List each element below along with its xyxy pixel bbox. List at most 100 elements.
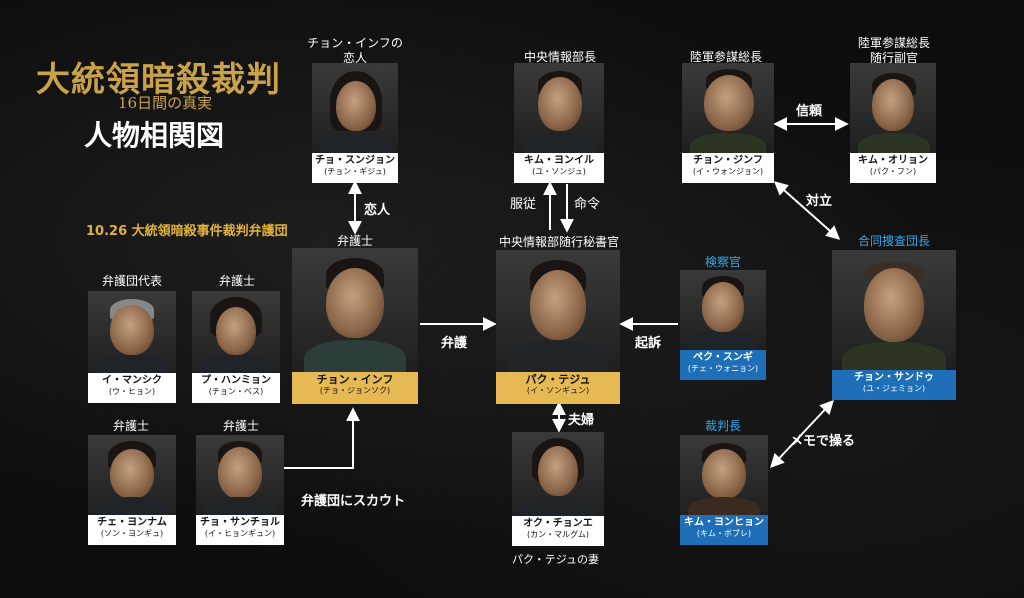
defense-team-label: 10.26 大統領暗殺事件裁判弁護団 xyxy=(86,224,288,239)
actor-name: (パク・フン) xyxy=(869,167,917,176)
role-pu-hanmin: 弁護士 xyxy=(218,274,255,288)
card-kim-yoil: キム・ヨンイル (ユ・ソンジュ) xyxy=(514,63,604,183)
title-sub: 16日間の真実 xyxy=(118,94,213,112)
portrait-image xyxy=(292,248,418,372)
card-chone: オク・チョンエ (カン・マルグム) xyxy=(512,432,604,546)
portrait-image xyxy=(496,250,620,372)
label-defend: 弁護 xyxy=(441,336,468,351)
character-name: チョ・サンチョル xyxy=(200,517,280,528)
card-orion: キム・オリョン (パク・フン) xyxy=(850,63,936,183)
card-sanchol: チョ・サンチョル (イ・ヒョンギュン) xyxy=(196,435,284,545)
portrait-image xyxy=(312,63,398,153)
name-box: チョ・サンチョル (イ・ヒョンギュン) xyxy=(196,515,284,545)
portrait-image xyxy=(88,435,176,515)
name-box: キム・ヨンヒョン (キム・ボブレ) xyxy=(680,515,768,545)
card-sandu: チョン・サンドゥ (ユ・ジェミョン) xyxy=(832,250,956,400)
portrait-image xyxy=(680,270,766,350)
label-couple: 夫婦 xyxy=(568,413,595,428)
name-box: オク・チョンエ (カン・マルグム) xyxy=(512,516,604,546)
actor-name: (チェ・ウォニョン) xyxy=(687,364,759,373)
role-sungi: 検察官 xyxy=(704,255,741,269)
card-jinfu: チョン・ジンフ (イ・ウォンジョン) xyxy=(682,63,774,183)
portrait-image xyxy=(680,435,768,515)
character-name: チェ・ヨンナム xyxy=(97,517,167,528)
role-sandu: 合同捜査団長 xyxy=(857,234,930,248)
character-name: キム・ヨンイル xyxy=(524,155,594,166)
name-box: チョン・インフ (チョ・ジョンソク) xyxy=(292,372,418,404)
card-tejyu: パク・テジュ (イ・ソンギュン) xyxy=(496,250,620,404)
portrait-image xyxy=(832,250,956,370)
label-prosecute: 起訴 xyxy=(635,336,662,351)
character-name: パク・テジュ xyxy=(525,373,591,386)
card-lee-mansik: イ・マンシク (ウ・ヒョン) xyxy=(88,291,176,403)
portrait-image xyxy=(88,291,176,373)
character-name: プ・ハンミョン xyxy=(201,375,271,386)
actor-name: (キム・ボブレ) xyxy=(696,529,752,538)
name-box: パク・テジュ (イ・ソンギュン) xyxy=(496,372,620,404)
name-box: チョン・サンドゥ (ユ・ジェミョン) xyxy=(832,370,956,400)
character-name: イ・マンシク xyxy=(102,375,162,386)
card-pu-hanmin: プ・ハンミョン (チョン・ベス) xyxy=(192,291,280,403)
role-lee-mansik: 弁護団代表 xyxy=(101,274,162,288)
card-sunjon: チョ・スンジョン (チョン・ギジュ) xyxy=(312,63,398,183)
actor-name: (チョ・ジョンソク) xyxy=(319,386,391,395)
portrait-image xyxy=(196,435,284,515)
actor-name: (チョン・ギジュ) xyxy=(324,167,386,176)
portrait-image xyxy=(682,63,774,153)
portrait-image xyxy=(512,432,604,516)
name-box: チョン・ジンフ (イ・ウォンジョン) xyxy=(682,153,774,183)
role-infu: 弁護士 xyxy=(336,234,373,248)
portrait-image xyxy=(514,63,604,153)
actor-name: (ユ・ソンジュ) xyxy=(532,167,586,176)
actor-name: (ソン・ヨンギュ) xyxy=(100,529,164,538)
name-box: チョ・スンジョン (チョン・ギジュ) xyxy=(312,153,398,183)
card-yonnam: チェ・ヨンナム (ソン・ヨンギュ) xyxy=(88,435,176,545)
label-scout: 弁護団にスカウト xyxy=(301,494,406,509)
character-name: キム・オリョン xyxy=(858,155,928,166)
card-sungi: ペク・スンギ (チェ・ウォニョン) xyxy=(680,270,766,380)
name-box: チェ・ヨンナム (ソン・ヨンギュ) xyxy=(88,515,176,545)
character-name: チョン・インフ xyxy=(316,373,394,386)
name-box: イ・マンシク (ウ・ヒョン) xyxy=(88,373,176,403)
actor-name: (イ・ウォンジョン) xyxy=(692,167,764,176)
portrait-image xyxy=(850,63,936,153)
label-memo: メモで操る xyxy=(790,434,856,449)
actor-name: (チョン・ベス) xyxy=(208,387,264,396)
character-name: チョ・スンジョン xyxy=(315,155,395,166)
actor-name: (イ・ソンギュン) xyxy=(526,386,590,395)
character-name: ペク・スンギ xyxy=(693,352,753,363)
character-name: チョン・ジンフ xyxy=(693,155,763,166)
character-name: オク・チョンエ xyxy=(523,518,593,529)
name-box: プ・ハンミョン (チョン・ベス) xyxy=(192,373,280,403)
arrow-oppose xyxy=(773,181,841,240)
role-sunjon: チョン・インフの 恋人 xyxy=(307,36,403,65)
note-chone: パク・テジュの妻 xyxy=(512,553,600,566)
title-main: 大統領暗殺裁判 xyxy=(36,60,281,100)
portrait-image xyxy=(192,291,280,373)
role-jinfu: 陸軍参謀総長 xyxy=(689,50,762,64)
label-lovers: 恋人 xyxy=(364,203,391,218)
arrow-memo xyxy=(770,399,834,469)
label-trust: 信頼 xyxy=(796,104,823,119)
actor-name: (ユ・ジェミョン) xyxy=(862,384,926,393)
chart-title: 人物相関図 xyxy=(84,119,225,152)
card-infu: チョン・インフ (チョ・ジョンソク) xyxy=(292,248,418,404)
role-kim-yoil: 中央情報部長 xyxy=(523,50,596,64)
role-yonhyon: 裁判長 xyxy=(704,419,741,433)
name-box: キム・オリョン (パク・フン) xyxy=(850,153,936,183)
label-oppose: 対立 xyxy=(806,194,833,209)
card-yonhyon: キム・ヨンヒョン (キム・ボブレ) xyxy=(680,435,768,545)
character-name: チョン・サンドゥ xyxy=(854,372,934,383)
actor-name: (カン・マルグム) xyxy=(526,530,590,539)
role-yonnam: 弁護士 xyxy=(112,419,149,433)
name-box: ペク・スンギ (チェ・ウォニョン) xyxy=(680,350,766,380)
name-box: キム・ヨンイル (ユ・ソンジュ) xyxy=(514,153,604,183)
role-orion: 陸軍参謀総長 随行副官 xyxy=(857,36,930,65)
role-tejyu: 中央情報部随行秘書官 xyxy=(498,235,619,249)
arrow-scout xyxy=(272,407,360,469)
character-name: キム・ヨンヒョン xyxy=(684,517,764,528)
label-obey: 服従 xyxy=(510,197,537,212)
role-sanchol: 弁護士 xyxy=(222,419,259,433)
